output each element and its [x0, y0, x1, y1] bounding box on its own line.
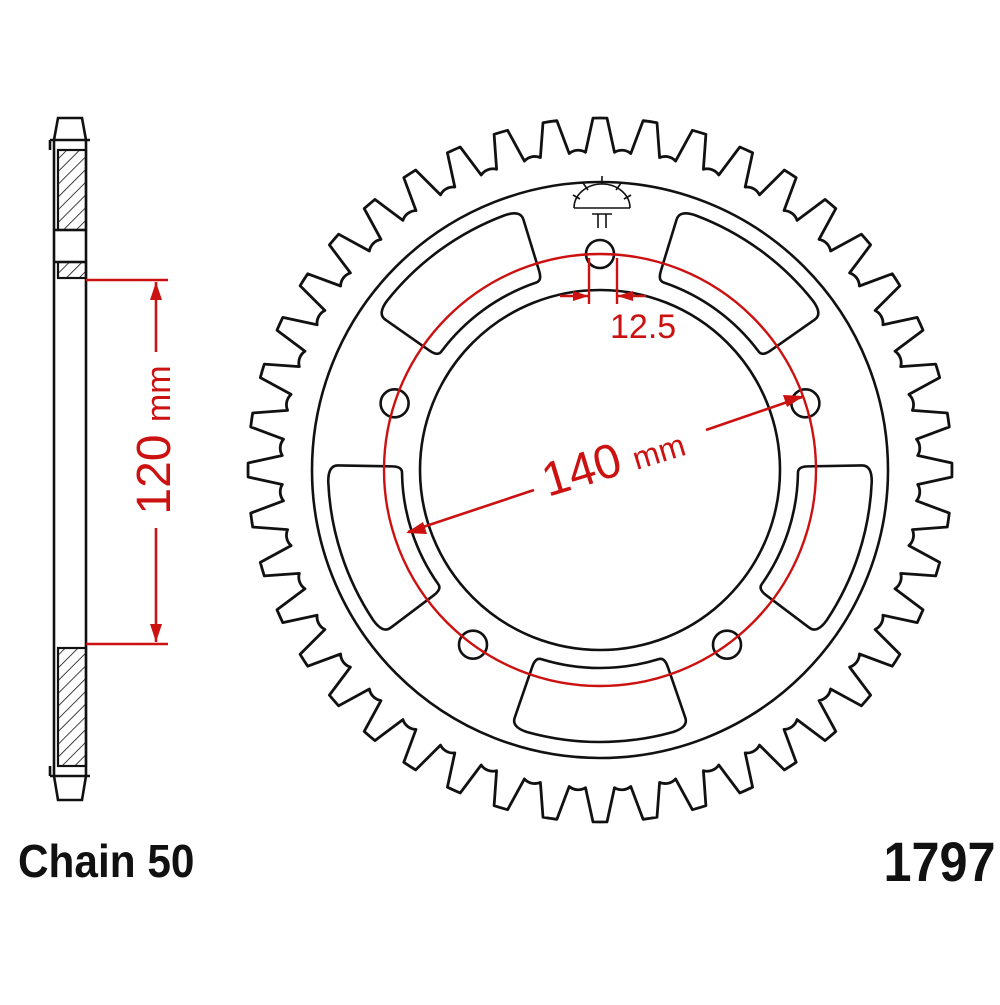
- side-profile-hatch-upper: [56, 260, 88, 280]
- dimension-line: [407, 488, 535, 534]
- side-profile-hatch-top: [56, 148, 88, 232]
- side-profile-hatch-lower: [56, 646, 88, 768]
- bolt-circle-value: 140: [536, 433, 628, 507]
- hub-diameter-dimension: [86, 278, 168, 646]
- bolt-circle: [382, 252, 818, 688]
- bolt-circle-label: 140 mm: [536, 414, 691, 507]
- sprocket-front-view: [246, 116, 954, 824]
- side-profile-outline: [52, 116, 88, 802]
- sprocket-tooth-outline: [246, 116, 954, 824]
- lightening-cutout: [380, 212, 542, 356]
- bolt-circle-dimension: [406, 395, 804, 534]
- part-number-label: 1797: [883, 830, 996, 893]
- dimension-arrowhead: [617, 291, 633, 301]
- side-profile: [48, 116, 90, 802]
- manufacturer-logo: [572, 176, 632, 228]
- sprocket-root-ring: [310, 180, 890, 760]
- chain-size-label: Chain 50: [18, 835, 195, 887]
- hub-diameter-value: 120: [128, 435, 181, 515]
- dimension-arrowhead: [406, 522, 427, 534]
- dimension-arrowhead: [150, 282, 162, 300]
- lightening-cutout: [326, 464, 441, 631]
- dimension-arrowhead: [573, 291, 589, 301]
- hub-diameter-unit: mm: [140, 365, 178, 422]
- lightening-cutout: [759, 464, 874, 631]
- hub-diameter-label: 120 mm: [128, 365, 181, 514]
- lightening-cutouts: [326, 212, 874, 744]
- dimension-arrowhead: [783, 395, 804, 407]
- bolt-hole-dimension: [560, 258, 646, 304]
- lightening-cutout: [512, 657, 688, 744]
- bolt-hole-label: 12.5: [610, 308, 676, 346]
- sprocket-center-bore: [418, 288, 782, 652]
- dimension-arrowhead: [150, 624, 162, 642]
- bolt-circle-unit: mm: [628, 427, 690, 477]
- lightening-cutout: [658, 212, 820, 356]
